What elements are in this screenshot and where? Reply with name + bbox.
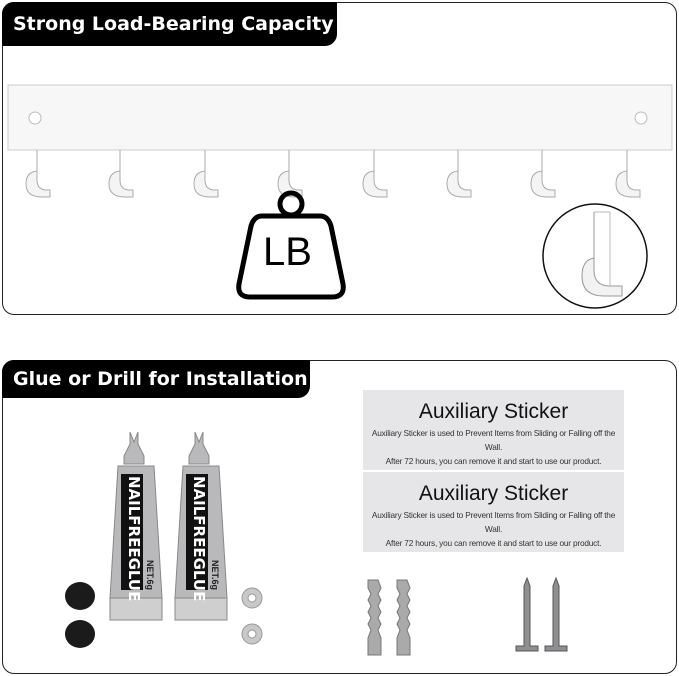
sticker-line: After 72 hours, you can remove it and st… xyxy=(385,456,602,466)
hook xyxy=(277,150,303,198)
hook-rack xyxy=(7,84,673,198)
auxiliary-sticker: Auxiliary Sticker Auxiliary Sticker is u… xyxy=(363,472,624,552)
installation-panel xyxy=(2,360,677,674)
auxiliary-sticker: Auxiliary Sticker Auxiliary Sticker is u… xyxy=(363,390,624,470)
weight-icon xyxy=(236,190,346,300)
sticker-title: Auxiliary Sticker xyxy=(418,482,569,505)
screws xyxy=(515,576,568,652)
washers xyxy=(241,587,263,645)
glue-tubes xyxy=(109,431,228,621)
glue-tube-net: NET.6g xyxy=(145,560,155,591)
sticker-line: Auxiliary Sticker is used to Prevent Ite… xyxy=(371,428,616,452)
hook xyxy=(362,150,388,198)
glue-tube-label: NAILFREEGLUE xyxy=(125,476,143,602)
weight-label: LB xyxy=(263,230,312,274)
hook-closeup xyxy=(542,203,648,309)
glue-tube-net: NET.6g xyxy=(210,560,220,591)
hook xyxy=(108,150,134,198)
mounting-hole xyxy=(634,111,648,125)
sticker-line: Auxiliary Sticker is used to Prevent Ite… xyxy=(371,510,616,534)
plastic-caps xyxy=(65,582,95,648)
glue-tube-label: NAILFREEGLUE xyxy=(190,476,208,602)
wall-anchors xyxy=(367,579,411,656)
hook xyxy=(446,150,472,198)
hook xyxy=(615,150,641,198)
load-capacity-title: Strong Load-Bearing Capacity xyxy=(2,2,337,46)
hook xyxy=(530,150,556,198)
sticker-line: After 72 hours, you can remove it and st… xyxy=(385,538,602,548)
mounting-hole xyxy=(28,111,42,125)
sticker-title: Auxiliary Sticker xyxy=(418,400,569,423)
installation-title: Glue or Drill for Installation xyxy=(2,360,310,398)
hook xyxy=(193,150,219,198)
hook xyxy=(25,150,51,198)
